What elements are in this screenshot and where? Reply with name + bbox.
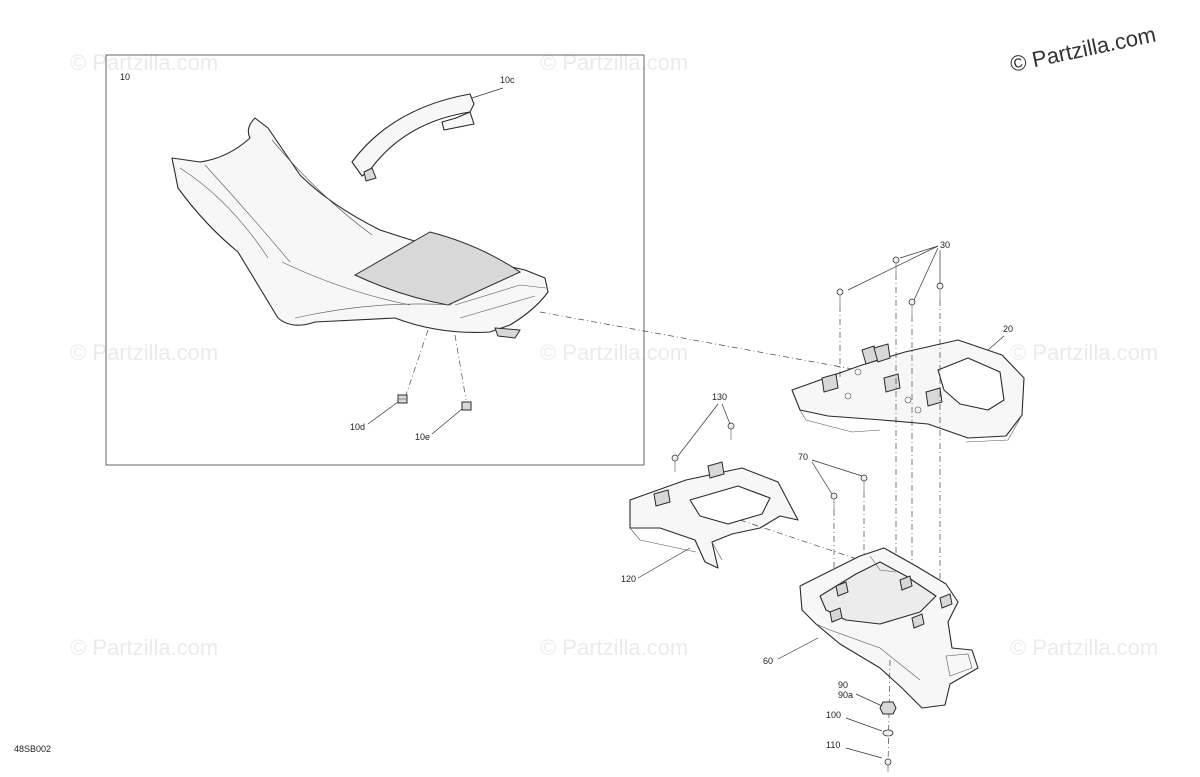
watermark: © Partzilla.com: [70, 50, 218, 75]
watermark: © Partzilla.com: [540, 340, 688, 365]
leader-10d: [367, 401, 399, 425]
callout-10: 10: [120, 72, 130, 82]
leader-10c: [471, 87, 504, 99]
bolt-110: [884, 758, 892, 772]
dash-tray-to-base: [739, 519, 861, 561]
clip-10d: [397, 394, 408, 404]
watermark-layer: © Partzilla.com © Partzilla.com © Partzi…: [70, 50, 1158, 660]
screw-30-b: [892, 256, 900, 274]
callout-60: 60: [763, 656, 773, 666]
watermark: © Partzilla.com: [540, 635, 688, 660]
seat-strap-part: [351, 93, 475, 182]
seat-assembly-frame: [105, 54, 645, 466]
watermark: © Partzilla.com: [540, 50, 688, 75]
leader-60: [777, 637, 819, 660]
screw-30-c: [908, 298, 916, 316]
callout-10e: 10e: [415, 432, 430, 442]
callout-10c: 10c: [500, 75, 515, 85]
callout-10d: 10d: [350, 422, 365, 432]
diagram-code: 48SB002: [14, 744, 51, 754]
leader-30-c: [913, 247, 939, 301]
watermark: © Partzilla.com: [1010, 340, 1158, 365]
support-base-part: [799, 547, 979, 709]
watermark: © Partzilla.com: [1010, 635, 1158, 660]
callout-90a: 90a: [838, 690, 853, 700]
leader-90: [855, 693, 883, 707]
dash-seat-to-rack: [539, 311, 859, 371]
watermark: © Partzilla.com: [70, 340, 218, 365]
screw-130-b: [727, 422, 735, 440]
leader-130-b: [721, 403, 731, 425]
grab-handle-part: [791, 339, 1025, 443]
callout-70: 70: [798, 452, 808, 462]
washer-100: [882, 729, 894, 737]
seat-part: [171, 117, 549, 339]
leader-110: [845, 747, 883, 759]
screw-70-a: [830, 492, 838, 510]
leader-130-a: [677, 403, 719, 457]
dash-10d: [405, 329, 429, 396]
leader-10e: [431, 408, 463, 435]
screw-70-b: [860, 474, 868, 492]
screw-130-a: [671, 454, 679, 472]
copyright-text: © Partzilla.com: [1008, 22, 1158, 77]
leader-20: [987, 335, 1005, 351]
leader-120: [637, 547, 691, 579]
callout-110: 110: [826, 740, 840, 750]
leader-70-a: [811, 461, 833, 495]
leader-30-b: [899, 245, 939, 259]
leader-30-a: [847, 245, 939, 291]
screw-30-a: [836, 288, 844, 306]
tray-part: [629, 461, 799, 569]
watermark: © Partzilla.com: [70, 635, 218, 660]
clip-10e: [461, 401, 472, 411]
leader-100: [845, 717, 883, 732]
callout-130: 130: [712, 392, 727, 402]
leader-70-b: [811, 459, 863, 477]
callout-100: 100: [826, 710, 841, 720]
callout-30: 30: [940, 240, 950, 250]
callout-20: 20: [1003, 324, 1013, 334]
nut-90: [879, 701, 897, 715]
screw-30-d: [936, 282, 944, 300]
callout-90: 90: [838, 680, 848, 690]
dash-10e: [454, 334, 467, 401]
callout-120: 120: [621, 574, 636, 584]
